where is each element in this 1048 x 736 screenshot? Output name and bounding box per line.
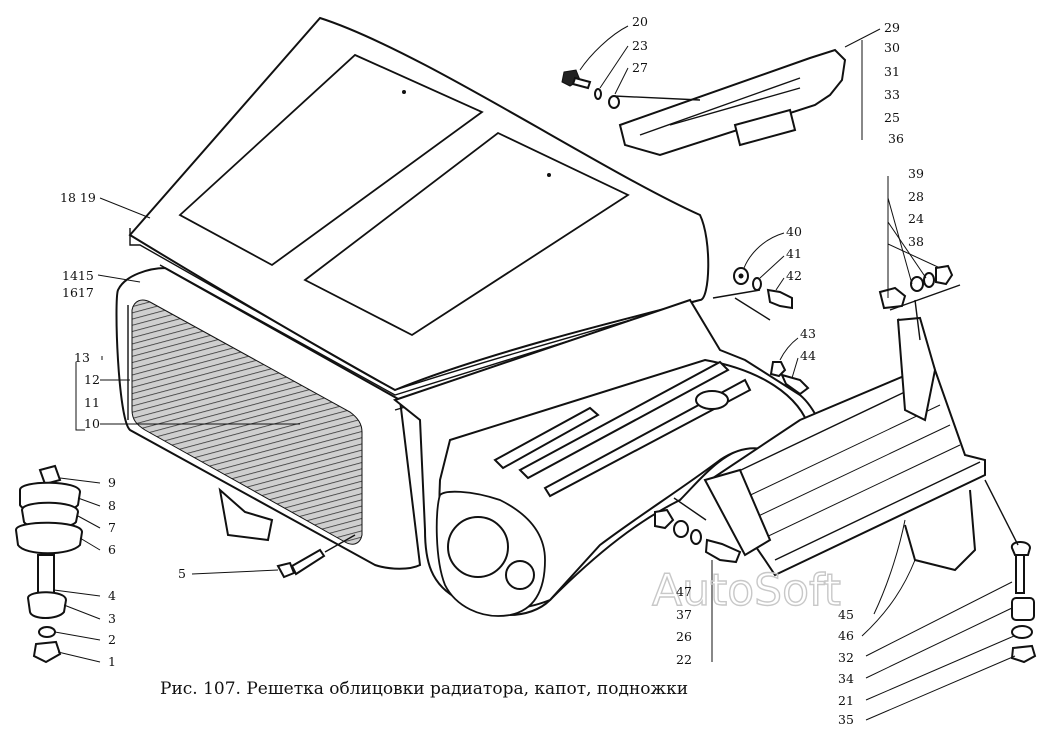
callout-4: 4 (108, 588, 116, 603)
callout-34: 34 (838, 671, 854, 686)
callout-45: 45 (838, 607, 854, 622)
hood (128, 16, 710, 392)
callout-35: 35 (838, 712, 854, 727)
callout-9: 9 (108, 475, 116, 490)
callout-2: 2 (108, 632, 116, 647)
callout-37: 37 (676, 607, 692, 622)
grille-frame (115, 264, 701, 570)
callout-20: 20 (632, 14, 648, 29)
callout-41: 41 (786, 246, 802, 261)
figure-caption: Рис. 107. Решетка облицовки радиатора, к… (160, 679, 688, 699)
callout-36: 36 (888, 131, 904, 146)
callout-16-17: 1617 (62, 285, 94, 300)
callout-21: 21 (838, 693, 854, 708)
callout-18-19: 18 19 (60, 190, 96, 205)
callout-23: 23 (632, 38, 648, 53)
callout-29: 29 (884, 20, 900, 35)
callout-13: 13 (74, 350, 90, 365)
callout-1: 1 (108, 654, 116, 669)
callout-47: 47 (676, 584, 692, 599)
callout-22: 22 (676, 652, 692, 667)
leader-lines (53, 25, 1016, 721)
callout-44: 44 (800, 348, 816, 363)
callout-38: 38 (908, 234, 924, 249)
callout-5: 5 (178, 566, 186, 581)
callout-33: 33 (884, 87, 900, 102)
callout-25: 25 (884, 110, 900, 125)
hood-bracket (618, 48, 847, 157)
callout-43: 43 (800, 326, 816, 341)
callout-14-15: 1415 (62, 268, 94, 283)
callout-6: 6 (108, 542, 116, 557)
callout-8: 8 (108, 498, 116, 513)
callout-39: 39 (908, 166, 924, 181)
callout-26: 26 (676, 629, 692, 644)
callout-3: 3 (108, 611, 116, 626)
fender (392, 298, 837, 617)
callout-30: 30 (884, 40, 900, 55)
callout-12: 12 (84, 372, 100, 387)
callout-10: 10 (84, 416, 100, 431)
callout-24: 24 (908, 211, 924, 226)
callout-32: 32 (838, 650, 854, 665)
callout-40: 40 (786, 224, 802, 239)
step-assembly (703, 316, 986, 577)
watermark: AutoSoft (652, 565, 841, 616)
callout-42: 42 (786, 268, 802, 283)
callout-11: 11 (84, 395, 100, 410)
callout-labels: 18 19 1415 1617 13 12 11 10 5 9 8 7 6 4 … (60, 14, 924, 727)
callout-28: 28 (908, 189, 924, 204)
callout-7: 7 (108, 520, 116, 535)
fasteners (14, 69, 1037, 664)
callout-31: 31 (884, 64, 900, 79)
callout-27: 27 (632, 60, 648, 75)
callout-46: 46 (838, 628, 854, 643)
